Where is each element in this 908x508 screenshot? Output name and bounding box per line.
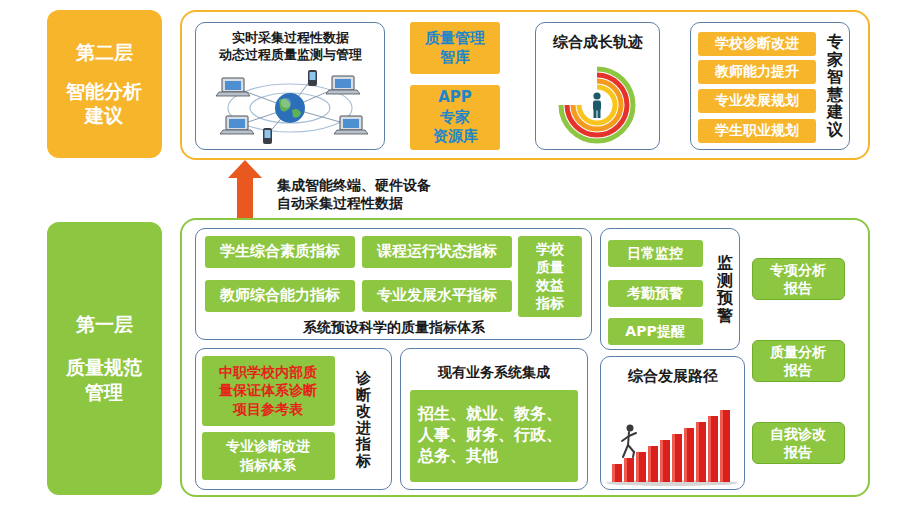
monitor-warning-box: 监测预警 日常监控考勤预警 APP提醒: [600, 228, 740, 350]
network-illustration: [216, 70, 368, 144]
box-text: 课程运行状态指标: [377, 242, 497, 262]
box-heading: 实时采集过程性数据 动态过程质量监测与管理: [204, 30, 376, 64]
layer-label: 第二层智能分析 建议: [47, 10, 162, 158]
box-text: 专业发展规划: [715, 91, 799, 109]
block-arrow: [228, 160, 262, 218]
box-text: 招生、就业、教务、 人事、财务、行政、 总务、其他: [418, 404, 568, 466]
box-text: 专业诊断改进 指标体系: [218, 437, 319, 473]
box-text: 学校 质量 效益 指标: [533, 240, 565, 313]
box-heading: 综合成长轨迹: [536, 33, 659, 53]
box-text: 第一层: [76, 312, 133, 337]
business-list-box: 招生、就业、教务、 人事、财务、行政、 总务、其他: [410, 390, 578, 482]
box-text: 学生综合素质指标: [220, 242, 340, 262]
box-text: 教师综合能力指标: [220, 286, 340, 306]
growth-track-box: 综合成长轨迹: [535, 22, 660, 150]
box-text: 教师能力提升: [715, 62, 799, 80]
diagnosis-box: 诊断改进指标 中职学校内部质量保证体系诊断项目参考表专业诊断改进 指标体系: [195, 348, 392, 490]
indicator-item: 专业发展水平指标: [362, 280, 512, 312]
development-path-box: 综合发展路径: [600, 356, 745, 490]
indicator-item: 课程运行状态指标: [362, 236, 512, 268]
box-text: 中职学校内部质量保证体系诊断项目参考表: [218, 363, 319, 418]
layer-panel: 系统预设科学的质量指标体系 学生综合素质指标 课程运行状态指标教师综合能力指标 专业发…: [180, 218, 870, 497]
box-text: 专业发展水平指标: [377, 286, 497, 306]
box-heading: 综合发展路径: [601, 367, 744, 387]
diagnosis-item: 专业诊断改进 指标体系: [202, 432, 335, 480]
box-text: 智能分析 建议: [61, 79, 148, 128]
box-heading: 专家智慧建议: [827, 33, 843, 139]
advice-item: 专业发展规划: [698, 89, 816, 113]
box-heading: 监测预警: [717, 254, 733, 324]
indicator-item: 学校 质量 效益 指标: [518, 236, 582, 317]
box-heading: 现有业务系统集成: [401, 363, 587, 381]
box-text: 学生职业规划: [715, 121, 799, 139]
box-text: 质量分析 报告: [766, 343, 830, 379]
box-text: APP 专家 资源库: [430, 88, 481, 147]
expert-advice-box: 专家智慧建议 学校诊断改进教师能力提升专业发展规划学生职业规划: [690, 22, 850, 150]
box-text: 专项分析 报告: [766, 261, 830, 297]
monitor-item: 日常监控: [608, 240, 703, 267]
box-heading: 系统预设科学的质量指标体系: [196, 318, 591, 336]
edge-label: 集成智能终端、硬件设备 自动采集过程性数据: [277, 176, 459, 212]
advice-item: 学生职业规划: [698, 119, 816, 143]
resource-box: APP 专家 资源库: [410, 85, 500, 150]
box-text: 考勤预警: [627, 284, 683, 302]
report-box: 专项分析 报告: [752, 258, 845, 300]
layer-label: 第一层质量规范 管理: [47, 222, 162, 495]
box-text: 质量规范 管理: [61, 355, 148, 404]
monitor-item: 考勤预警: [608, 280, 703, 307]
box-text: APP提醒: [625, 322, 684, 340]
box-text: 质量管理 智库: [422, 29, 488, 68]
report-box: 质量分析 报告: [752, 340, 845, 382]
business-system-box: 现有业务系统集成招生、就业、教务、 人事、财务、行政、 总务、其他: [400, 348, 588, 490]
data-collection-box: 实时采集过程性数据 动态过程质量监测与管理: [195, 22, 385, 150]
box-text: 学校诊断改进: [715, 34, 799, 52]
layer-panel: 实时采集过程性数据 动态过程质量监测与管理 质量管理 智库 APP 专家 资源库 综合…: [180, 10, 870, 160]
box-text: 第二层: [76, 40, 133, 65]
indicator-item: 教师综合能力指标: [205, 280, 355, 312]
advice-item: 学校诊断改进: [698, 32, 816, 56]
box-heading: 诊断改进指标: [356, 370, 371, 469]
advice-item: 教师能力提升: [698, 60, 816, 84]
diagnosis-item: 中职学校内部质量保证体系诊断项目参考表: [202, 356, 335, 426]
rising-bars-illustration: [606, 410, 738, 486]
monitor-item: APP提醒: [608, 318, 703, 345]
growth-ring-icon: [561, 69, 633, 141]
think-tank-box: 质量管理 智库: [410, 22, 500, 74]
indicator-system-box: 系统预设科学的质量指标体系 学生综合素质指标 课程运行状态指标教师综合能力指标 专业发…: [195, 228, 592, 340]
report-box: 自我诊改 报告: [752, 422, 845, 464]
indicator-item: 学生综合素质指标: [205, 236, 355, 268]
box-text: 日常监控: [627, 244, 683, 262]
box-text: 自我诊改 报告: [766, 425, 830, 461]
